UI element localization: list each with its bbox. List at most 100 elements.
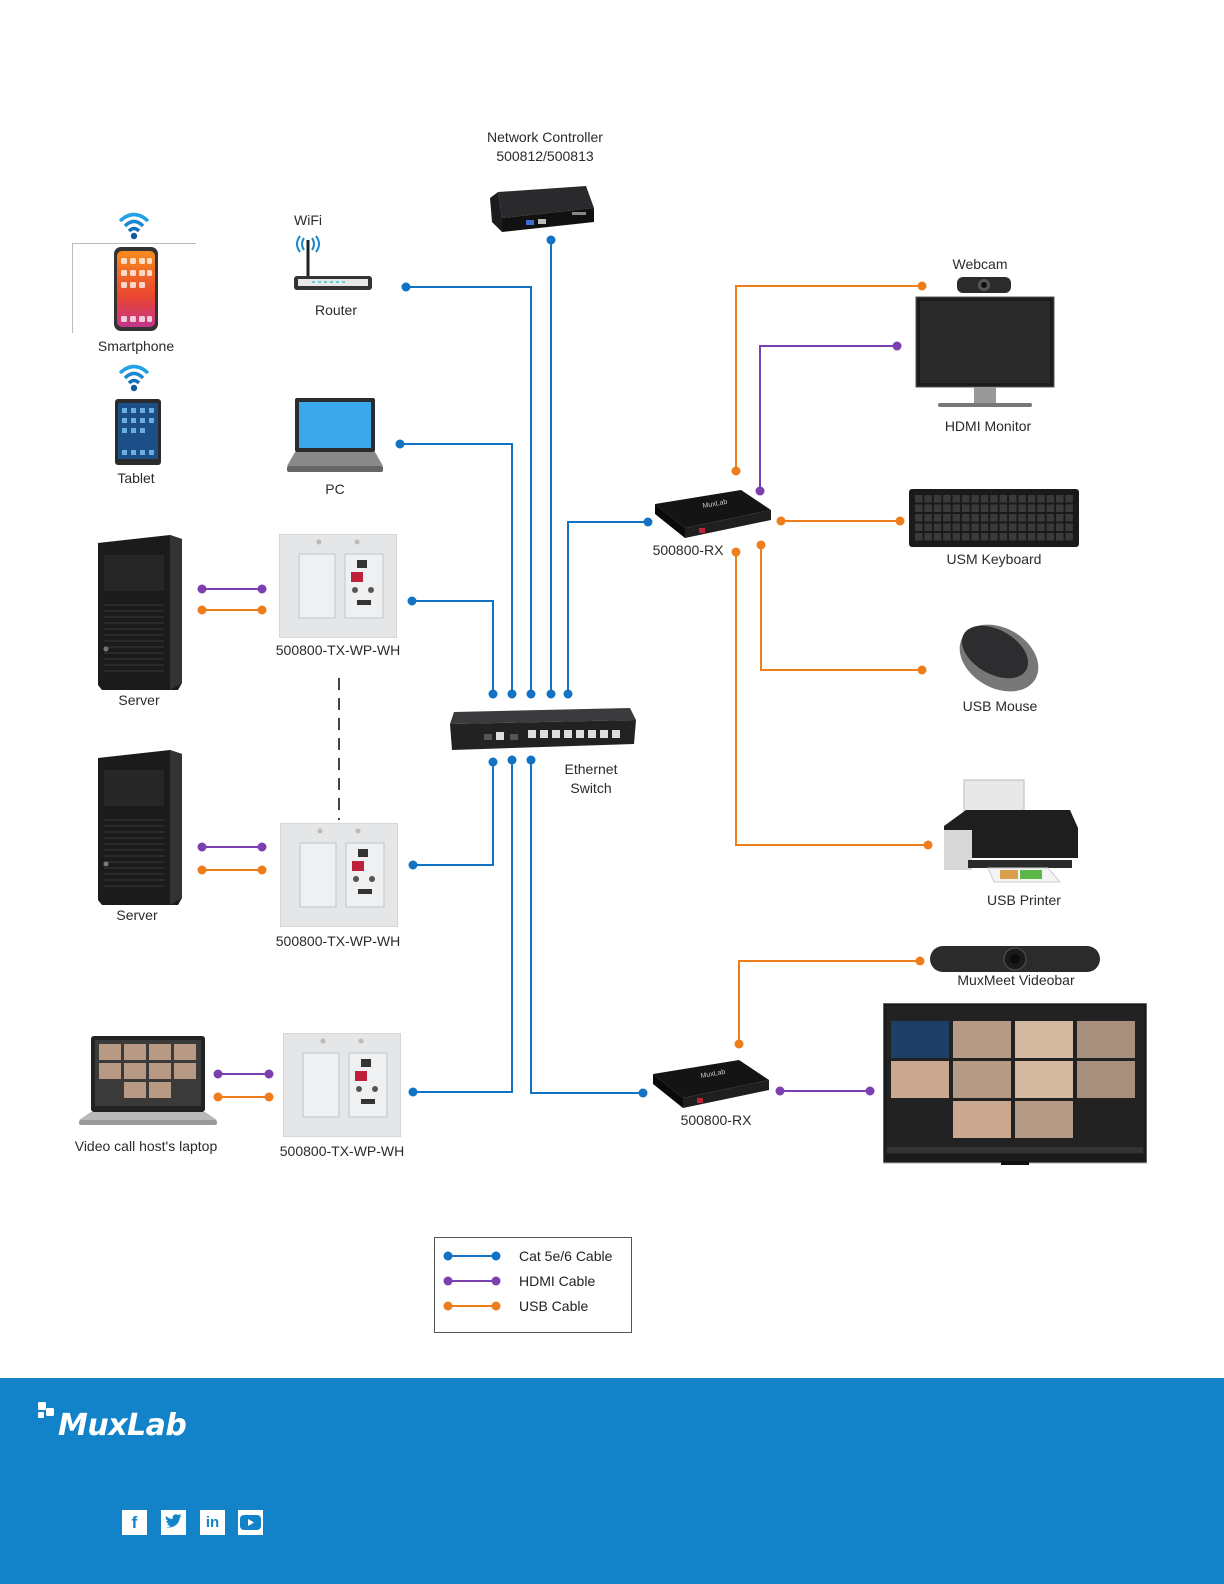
legend-swatch-cat bbox=[443, 1251, 501, 1261]
wifi-icon bbox=[118, 364, 150, 392]
key bbox=[952, 533, 961, 541]
key bbox=[1056, 495, 1064, 503]
divider bbox=[72, 243, 73, 333]
ethernet-switch-icon bbox=[450, 708, 636, 750]
key bbox=[1056, 523, 1064, 531]
legend-label-usb: USB Cable bbox=[519, 1298, 589, 1314]
svg-text:MuxLab: MuxLab bbox=[700, 1069, 726, 1080]
key bbox=[924, 523, 932, 531]
cat-cable-pc bbox=[400, 443, 513, 694]
call-participant-tile bbox=[953, 1021, 1011, 1058]
key bbox=[1046, 514, 1055, 522]
cat-cable-rx1 bbox=[567, 521, 648, 694]
footer: MuxLab f in bbox=[0, 1378, 1224, 1584]
rx-unit-icon: MuxLab bbox=[653, 1060, 769, 1108]
key bbox=[1009, 504, 1017, 512]
wall-plate-tx-icon bbox=[280, 823, 398, 927]
pc-label: PC bbox=[325, 481, 345, 497]
usb-connector-dot bbox=[756, 540, 766, 550]
call-participant-tile bbox=[891, 1021, 949, 1058]
monitor-label: HDMI Monitor bbox=[944, 418, 1032, 434]
key bbox=[943, 533, 951, 541]
key bbox=[999, 514, 1008, 522]
key bbox=[924, 533, 932, 541]
key bbox=[990, 523, 998, 531]
usb-connector-dot bbox=[197, 605, 207, 615]
youtube-play-glyph bbox=[240, 1515, 261, 1530]
tablet-icon bbox=[115, 399, 161, 465]
legend-item-cat: Cat 5e/6 Cable bbox=[435, 1246, 631, 1266]
muxlab-logo-mark-icon bbox=[38, 1402, 54, 1418]
key bbox=[962, 523, 970, 531]
facebook-icon[interactable]: f bbox=[122, 1510, 147, 1535]
cat-connector-dot bbox=[638, 1088, 648, 1098]
key bbox=[952, 495, 961, 503]
cat-connector-dot bbox=[488, 757, 498, 767]
key bbox=[1056, 533, 1064, 541]
key bbox=[980, 514, 989, 522]
key bbox=[915, 495, 923, 503]
key bbox=[980, 504, 989, 512]
usb-cable-mouse bbox=[760, 545, 922, 671]
usb-cable-videobar bbox=[738, 960, 920, 1044]
key bbox=[971, 504, 979, 512]
cat-cable-router bbox=[406, 286, 532, 694]
legend-item-usb: USB Cable bbox=[435, 1296, 631, 1316]
call-participant-tile bbox=[1015, 1101, 1073, 1138]
usb-connector-dot bbox=[917, 281, 927, 291]
linkedin-icon[interactable]: in bbox=[200, 1510, 225, 1535]
usb-connector-dot bbox=[197, 865, 207, 875]
usb-connector-dot bbox=[731, 466, 741, 476]
usb-connector-dot bbox=[923, 840, 933, 850]
rx2-label: 500800-RX bbox=[680, 1112, 752, 1128]
key bbox=[933, 533, 942, 541]
key bbox=[1009, 523, 1017, 531]
call-participant-tile bbox=[891, 1061, 949, 1098]
key bbox=[999, 504, 1008, 512]
key bbox=[1009, 495, 1017, 503]
videobar-label: MuxMeet Videobar bbox=[957, 972, 1075, 988]
tablet-label: Tablet bbox=[117, 470, 155, 486]
network-controller-name: Network Controller bbox=[487, 129, 603, 145]
switch-label: Ethernet Switch bbox=[556, 760, 626, 798]
key bbox=[1009, 533, 1017, 541]
key bbox=[933, 514, 942, 522]
cat-connector-dot bbox=[407, 596, 417, 606]
key bbox=[915, 514, 923, 522]
cat-connector-dot bbox=[643, 517, 653, 527]
smartphone-icon bbox=[114, 247, 158, 331]
legend-swatch-usb bbox=[443, 1301, 501, 1311]
cat-connector-dot bbox=[408, 1087, 418, 1097]
key bbox=[971, 495, 979, 503]
usb-connector-dot bbox=[731, 547, 741, 557]
key bbox=[1046, 523, 1055, 531]
server-icon bbox=[98, 750, 182, 905]
router-icon bbox=[294, 235, 372, 290]
key bbox=[1065, 495, 1073, 503]
key bbox=[990, 533, 998, 541]
key bbox=[990, 495, 998, 503]
usb-cable-printer bbox=[735, 552, 928, 846]
key bbox=[962, 533, 970, 541]
usb-connector-dot bbox=[915, 956, 925, 966]
mouse-icon bbox=[959, 624, 1039, 692]
cat-cable-tx3 bbox=[413, 762, 513, 1093]
key bbox=[952, 523, 961, 531]
youtube-icon[interactable] bbox=[238, 1510, 263, 1535]
key bbox=[943, 495, 951, 503]
hdmi-connector-dot bbox=[257, 842, 267, 852]
laptop-label: Video call host's laptop bbox=[74, 1138, 218, 1154]
key bbox=[1065, 514, 1073, 522]
cat-connector-dot bbox=[488, 689, 498, 699]
twitter-bird-glyph bbox=[165, 1514, 182, 1528]
videobar-icon bbox=[930, 946, 1100, 972]
legend-label-cat: Cat 5e/6 Cable bbox=[519, 1248, 613, 1264]
hdmi-connector-dot bbox=[775, 1086, 785, 1096]
usb-connector-dot bbox=[264, 1092, 274, 1102]
key bbox=[1046, 495, 1055, 503]
twitter-icon[interactable] bbox=[161, 1510, 186, 1535]
key bbox=[1046, 504, 1055, 512]
muxlab-logo[interactable]: MuxLab bbox=[58, 1408, 187, 1443]
key bbox=[1065, 523, 1073, 531]
